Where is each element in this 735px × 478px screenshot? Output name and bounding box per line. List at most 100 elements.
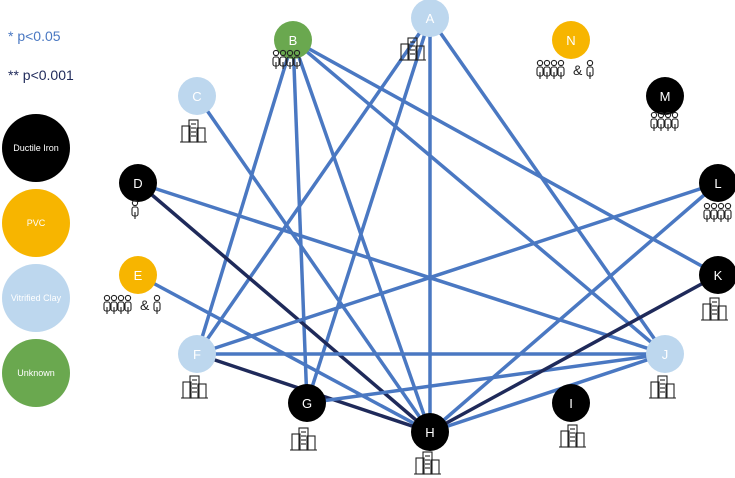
edge-d-h [136,181,432,434]
node-circle [646,335,684,373]
person-icon [536,59,544,79]
node-label: I [569,396,573,411]
people-group-icon [650,111,679,131]
node-label: J [662,347,669,362]
person-icon [110,294,118,314]
edge-h-j [429,352,666,434]
node-circle [178,77,216,115]
node-n: N [552,21,590,59]
person-icon [703,202,711,222]
building-icon [399,37,426,61]
node-c: C [178,77,216,115]
edge-b-h [291,39,432,433]
node-label: K [714,268,723,283]
building-icon [180,119,207,143]
node-circle [552,384,590,422]
person-icon [550,59,558,79]
edge-b-k [292,38,719,277]
person-icon [131,199,139,219]
node-circle [119,164,157,202]
legend-ductile-iron: Ductile Iron [2,114,70,182]
person-icon [710,202,718,222]
building-icon [290,427,317,451]
person-icon [124,294,132,314]
node-circle [552,21,590,59]
edge-a-j [428,16,667,356]
edge-b-f [195,39,295,355]
node-b: B [274,21,312,59]
node-label: H [425,425,434,440]
people-group-icon [103,294,132,314]
node-circle [274,21,312,59]
node-label: E [134,268,143,283]
node-label: F [193,347,201,362]
edge-b-g [291,39,309,404]
person-icon [671,111,679,131]
legend-pvc: PVC [2,189,70,257]
building-icon [559,424,586,448]
building-icon [181,375,208,399]
edge-d-j [137,181,666,356]
node-label: A [426,11,435,26]
person-icon [286,49,294,69]
node-k: K [699,256,735,294]
person-icon [657,111,665,131]
ampersand-label: & [573,62,583,78]
people-group-icon [272,49,301,69]
person-icon [153,294,161,314]
person-icon [717,202,725,222]
node-label: G [302,396,312,411]
node-circle [178,335,216,373]
person-icon [103,294,111,314]
person-icon [586,59,594,79]
people-group-icon [536,59,565,79]
person-icon [272,49,280,69]
edge-g-j [306,352,666,405]
person-icon [557,59,565,79]
edge-f-l [196,181,719,356]
edge-h-k [429,273,719,434]
node-circle [646,77,684,115]
person-icon [279,49,287,69]
node-label: N [566,33,575,48]
node-circle [288,384,326,422]
person-icon [664,111,672,131]
node-circle [699,256,735,294]
node-label: L [714,176,721,191]
legend-unknown: Unknown [2,339,70,407]
edge-h-l [428,181,720,434]
node-h: H [411,413,449,451]
legend-sig-p005: * p<0.05 [8,28,61,44]
person-icon [543,59,551,79]
node-circle [411,413,449,451]
node-i: I [552,384,590,422]
node-g: G [288,384,326,422]
node-circle [119,256,157,294]
legend-vitrified-clay: Vitrified Clay [2,264,70,332]
node-label: C [192,89,201,104]
edge-a-f [195,17,432,355]
node-circle [411,0,449,37]
node-label: M [660,89,671,104]
edge-a-g [305,17,432,404]
node-e: E [119,256,157,294]
person-icon [293,49,301,69]
node-a: A [411,0,449,37]
building-icon [414,451,441,475]
person-icon [724,202,732,222]
edge-b-j [291,38,667,356]
building-icon [701,297,728,321]
edge-c-h [195,95,432,433]
people-group-icon [703,202,732,222]
person-icon [117,294,125,314]
node-label: D [133,176,142,191]
ampersand-label: & [140,297,150,313]
building-icon [649,375,676,399]
node-l: L [699,164,735,202]
node-f: F [178,335,216,373]
legend-sig-p0001: ** p<0.001 [8,67,74,83]
node-label: B [289,33,298,48]
node-j: J [646,335,684,373]
node-circle [699,164,735,202]
